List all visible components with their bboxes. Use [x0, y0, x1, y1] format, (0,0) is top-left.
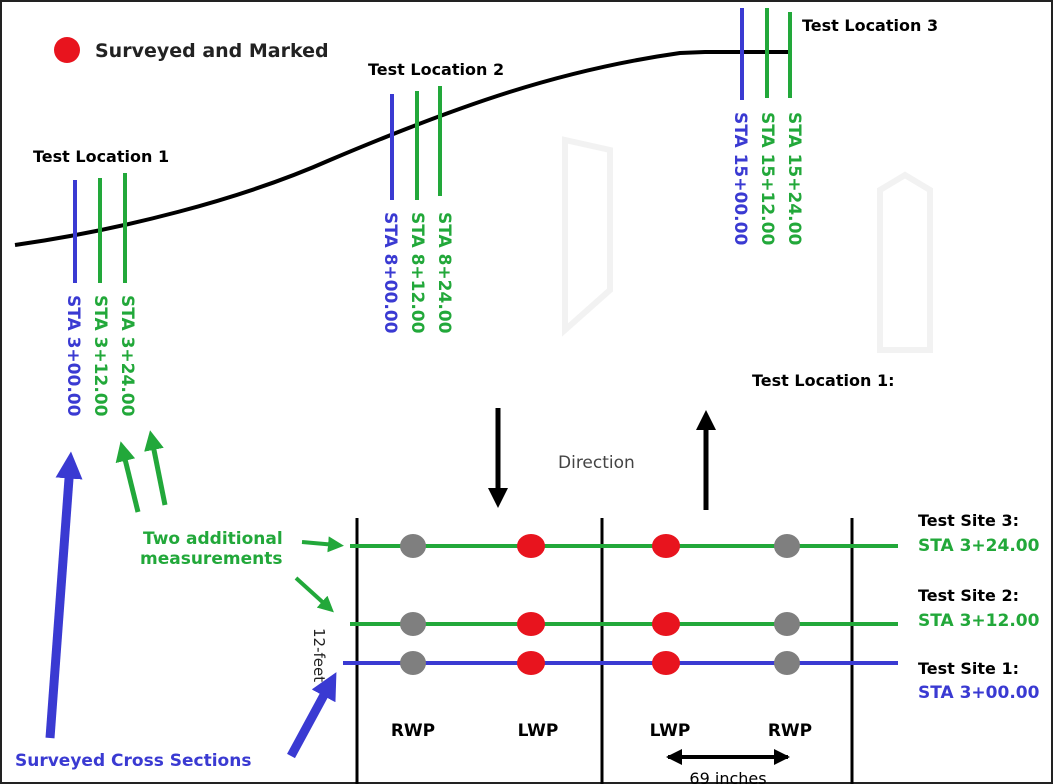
- test-location-2: Test Location 2 STA 8+00.00 STA 8+12.00 …: [368, 60, 504, 334]
- test-site-3-name: Test Site 3:: [918, 511, 1019, 530]
- surveyed-point: [517, 534, 545, 558]
- test-location-1: Test Location 1 STA 3+00.00 STA 3+12.00 …: [33, 147, 169, 417]
- gray-point: [774, 534, 800, 558]
- measurement-pointer-arrow: [115, 441, 141, 513]
- site-2-points: [400, 612, 800, 636]
- detail-title: Test Location 1:: [752, 371, 894, 390]
- test-site-2-station: STA 3+12.00: [918, 611, 1040, 631]
- gray-point: [774, 651, 800, 675]
- measurement-pointer-arrow: [144, 430, 168, 506]
- station-label: STA 15+24.00: [784, 112, 804, 245]
- test-site-1-name: Test Site 1:: [918, 659, 1019, 678]
- cross-sections-label: Surveyed Cross Sections: [15, 751, 251, 771]
- gray-point: [400, 612, 426, 636]
- cross-sections-callout: Surveyed Cross Sections: [15, 672, 337, 771]
- surveyed-point: [652, 612, 680, 636]
- station-label: STA 3+24.00: [117, 295, 137, 417]
- callout-arrow: [294, 576, 334, 613]
- gray-point: [400, 651, 426, 675]
- legend-label: Surveyed and Marked: [95, 40, 329, 62]
- station-label: STA 15+12.00: [757, 112, 777, 245]
- test-site-2-name: Test Site 2:: [918, 586, 1019, 605]
- station-label: STA 8+24.00: [434, 212, 454, 334]
- station-label: STA 15+00.00: [730, 112, 750, 245]
- background-road-shapes: [562, 136, 933, 353]
- test-site-3-station: STA 3+24.00: [918, 536, 1040, 556]
- wheel-path-label: RWP: [391, 721, 435, 741]
- site-1-points: [400, 651, 800, 675]
- wheel-path-label: LWP: [518, 721, 559, 741]
- gray-point: [774, 612, 800, 636]
- test-location-1-title: Test Location 1: [33, 147, 169, 166]
- cross-section-arrow: [287, 672, 337, 759]
- surveyed-point: [517, 651, 545, 675]
- station-label: STA 8+00.00: [380, 212, 400, 334]
- cross-section-pointer-arrow: [45, 451, 83, 739]
- detail-plan: Test Location 1: Direction: [310, 371, 1040, 784]
- additional-measurements-label-line2: measurements: [140, 549, 282, 569]
- spacing-label: 69 inches: [689, 769, 766, 784]
- direction-label: Direction: [558, 453, 635, 473]
- surveyed-point: [517, 612, 545, 636]
- lane-width-label: 12-feet: [310, 628, 328, 682]
- test-location-3-title: Test Location 3: [802, 16, 938, 35]
- station-label: STA 3+00.00: [63, 295, 83, 417]
- legend-marker: [54, 37, 80, 63]
- surveyed-point: [652, 534, 680, 558]
- test-site-1-station: STA 3+00.00: [918, 683, 1040, 703]
- site-3-points: [400, 534, 800, 558]
- gray-point: [400, 534, 426, 558]
- wheel-path-label: RWP: [768, 721, 812, 741]
- callout-arrow: [301, 536, 344, 553]
- station-label: STA 8+12.00: [407, 212, 427, 334]
- test-location-3: Test Location 3 STA 15+00.00 STA 15+12.0…: [730, 8, 938, 245]
- station-label: STA 3+12.00: [90, 295, 110, 417]
- test-location-2-title: Test Location 2: [368, 60, 504, 79]
- surveyed-point: [652, 651, 680, 675]
- additional-measurements-label-line1: Two additional: [143, 529, 283, 549]
- additional-measurements-callout: Two additional measurements: [140, 529, 344, 613]
- wheel-path-label: LWP: [650, 721, 691, 741]
